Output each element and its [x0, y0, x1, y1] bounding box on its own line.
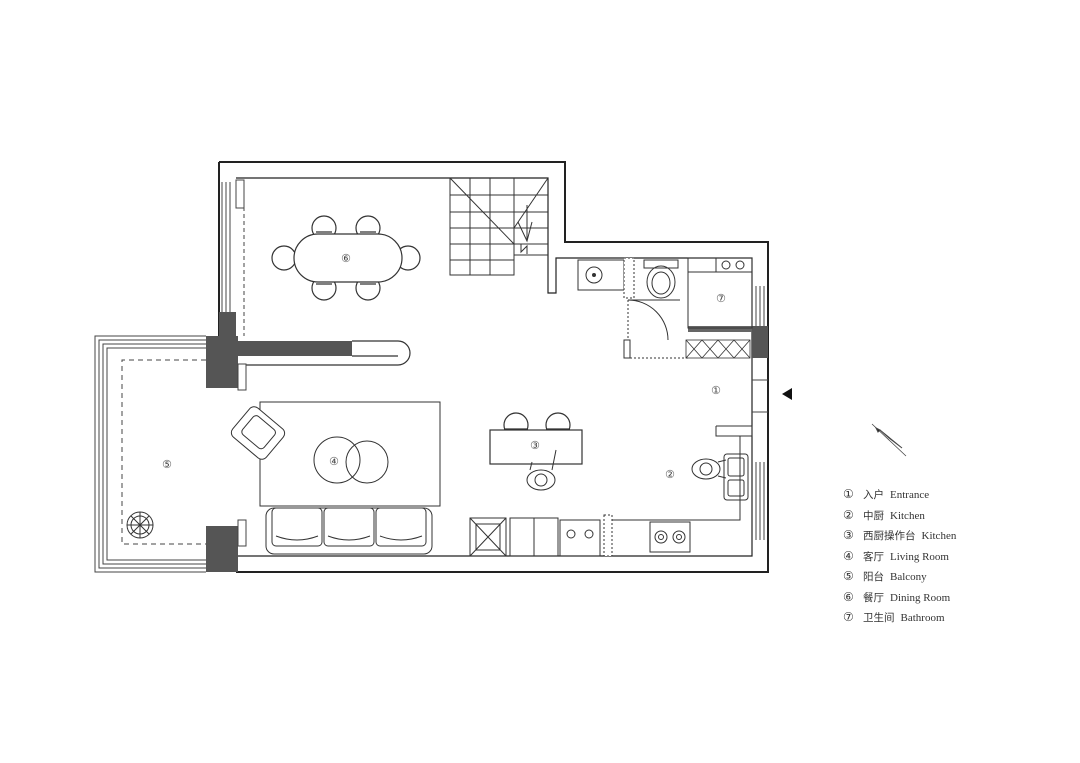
legend-chinese: 入户	[863, 489, 884, 501]
legend-english: Dining Room	[890, 591, 951, 604]
entry-cabinet	[685, 339, 751, 359]
room-markers: ① ② ③ ④ ⑤ ⑥ ⑦	[162, 252, 726, 481]
legend-chinese: 西厨操作台	[863, 530, 916, 542]
partition-wall	[238, 340, 411, 366]
legend-item-dining-room: ⑥ 餐厅 Dining Room	[843, 589, 956, 610]
room-marker-dining: ⑥	[341, 252, 351, 265]
legend-english: Kitchen	[921, 530, 957, 542]
staircase	[449, 177, 549, 276]
balcony	[94, 335, 247, 573]
legend-number: ①	[843, 487, 854, 501]
dining-table	[271, 215, 421, 301]
legend-number: ⑥	[843, 589, 854, 604]
person-kitchen-icon	[691, 458, 727, 480]
legend-item-balcony: ⑤ 阳台 Balcony	[843, 568, 956, 589]
legend-english: Kitchen	[890, 509, 925, 522]
legend-number: ⑦	[843, 610, 854, 624]
legend-item-kitchen: ② 中厨 Kitchen	[843, 507, 956, 528]
legend-item-western-kitchen: ③ 西厨操作台 Kitchen	[843, 527, 956, 548]
legend-number: ④	[843, 548, 854, 563]
legend-english: Entrance	[890, 489, 930, 501]
legend-english: Living Room	[890, 550, 949, 563]
legend-chinese: 阳台	[863, 571, 884, 583]
legend-number: ②	[843, 507, 854, 522]
legend-chinese: 卫生间	[863, 612, 895, 624]
legend-english: Balcony	[890, 571, 927, 583]
armchair-icon	[230, 406, 286, 460]
room-marker-island: ③	[530, 439, 540, 452]
living-rug	[259, 401, 441, 507]
room-marker-entrance: ①	[711, 384, 721, 397]
legend-chinese: 客厅	[863, 550, 884, 563]
right-windows	[752, 286, 768, 540]
legend-item-entrance: ① 入户 Entrance	[843, 486, 956, 507]
sofa-icon	[265, 507, 433, 555]
kitchen-island	[489, 412, 583, 465]
legend-chinese: 中厨	[863, 509, 884, 522]
balcony-plant-icon	[126, 511, 154, 539]
person-island-icon	[526, 449, 557, 491]
room-legend: ① 入户 Entrance ② 中厨 Kitchen ③ 西厨操作台 Kitchen ④ 客厅…	[843, 486, 956, 630]
legend-item-living-room: ④ 客厅 Living Room	[843, 548, 956, 569]
room-marker-kitchen: ②	[665, 468, 675, 481]
kitchen-counter	[469, 425, 753, 557]
room-marker-balcony: ⑤	[162, 458, 172, 471]
bathroom	[577, 257, 753, 359]
room-marker-bathroom: ⑦	[716, 292, 726, 305]
dining-window	[221, 179, 245, 336]
legend-number: ③	[843, 528, 854, 542]
coffee-table	[313, 436, 389, 484]
solid-walls	[206, 312, 768, 572]
legend-english: Bathroom	[900, 612, 945, 624]
legend-number: ⑤	[843, 569, 854, 583]
entrance-arrow-icon	[782, 388, 792, 400]
room-marker-living: ④	[329, 455, 339, 468]
legend-item-bathroom: ⑦ 卫生间 Bathroom	[843, 609, 956, 630]
compass-icon	[871, 423, 907, 457]
legend-chinese: 餐厅	[863, 591, 884, 604]
